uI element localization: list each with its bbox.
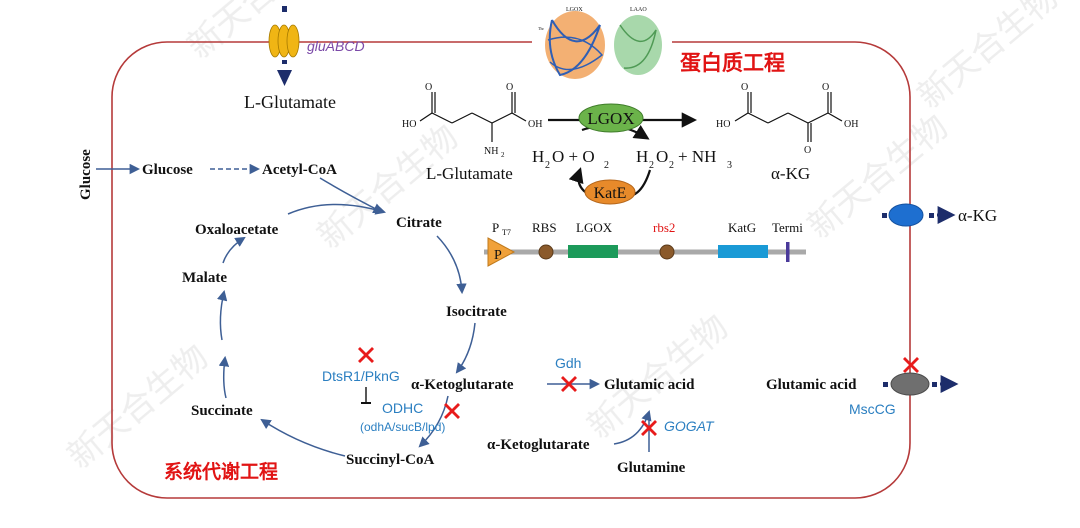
svg-text:H: H [636, 147, 648, 166]
kate-enzyme-label: KatE [594, 185, 627, 202]
lgox-enzyme-label: LGOX [587, 109, 634, 128]
kate-enzyme-badge [584, 179, 636, 205]
reaction-substrate-label: L-Glutamate [426, 164, 513, 183]
oxaloacetate-to-citrate-arrow [287, 203, 387, 215]
watermark: 新天合生物 [801, 108, 956, 246]
akg-exporter [882, 203, 956, 227]
svg-text:O: O [822, 82, 829, 93]
plasmid-labels: P T7 RBS LGOX rbs2 KatG Termi [492, 220, 803, 237]
svg-text:O: O [506, 82, 513, 93]
akg-to-succinyl-coa-arrow [418, 395, 449, 448]
svg-text:HO: HO [402, 119, 416, 130]
cofactor-out: H 2 O 2 + NH 3 [636, 147, 732, 171]
katg-gene-block [718, 245, 768, 258]
msccg-exporter [883, 372, 959, 396]
gogat-label: GOGAT [664, 418, 715, 434]
plasmid-construct: P [484, 237, 806, 267]
glutamine-label: Glutamine [617, 460, 686, 476]
isocitrate-label: Isocitrate [446, 304, 507, 320]
succinate-label: Succinate [191, 403, 253, 419]
glucose-label: Glucose [142, 162, 193, 178]
lgox-gene-label: LGOX [576, 220, 613, 235]
succinyl-coa-label: Succinyl-CoA [346, 452, 435, 468]
akg-2-label: α-Ketoglutarate [487, 437, 590, 453]
external-glucose-label: Glucose [78, 149, 94, 200]
svg-text:2: 2 [669, 160, 674, 171]
svg-text:O: O [741, 82, 748, 93]
rbs-label: RBS [532, 220, 557, 235]
promoter-icon [487, 237, 516, 267]
succinate-to-fumarate-arrow [218, 355, 230, 399]
cofactor-in: H 2 O + O 2 [532, 147, 609, 171]
akg-label: α-Ketoglutarate [411, 377, 514, 393]
svg-text:2: 2 [604, 160, 609, 171]
protein-engineering-title: 蛋白质工程 [680, 51, 785, 75]
gogat-arrow [613, 410, 652, 445]
gdh-label: Gdh [555, 355, 581, 371]
odhc-genes-label: (odhA/sucB/lpd) [360, 420, 445, 434]
citrate-to-isocitrate-arrow [436, 235, 467, 295]
odhc-knockout-icon [444, 403, 460, 419]
lgox-enzyme-badge [578, 103, 644, 133]
l-glutamate-atoms: O O HO OH NH 2 [402, 82, 542, 159]
rbs2-icon [659, 244, 675, 260]
lgox-gene-block [568, 245, 618, 258]
svg-text:O: O [425, 82, 432, 93]
rbs2-label: rbs2 [653, 220, 675, 235]
svg-text:2: 2 [649, 160, 654, 171]
promoter-sub-label: T7 [502, 228, 511, 237]
svg-text:+ NH: + NH [678, 147, 716, 166]
svg-text:OH: OH [528, 119, 542, 130]
citrate-label: Citrate [396, 215, 442, 231]
msccg-label: MscCG [849, 401, 896, 417]
rbs-icon [538, 244, 554, 260]
svg-text:2: 2 [545, 160, 550, 171]
gluabcd-label: gluABCD [307, 38, 365, 54]
svg-text:O + O: O + O [552, 147, 595, 166]
svg-text:OH: OH [844, 119, 858, 130]
svg-text:NH: NH [484, 146, 498, 157]
odhc-label: ODHC [382, 400, 423, 416]
uptake-l-glutamate: L-Glutamate [244, 92, 336, 112]
succinyl-coa-to-succinate-arrow [260, 418, 346, 457]
watermark: 新天合生物 [911, 0, 1066, 116]
oxaloacetate-label: Oxaloacetate [195, 222, 279, 238]
protein-structure-image: LGOX LAAO Thr [532, 0, 672, 96]
svg-text:HO: HO [716, 119, 730, 130]
svg-text:H: H [532, 147, 544, 166]
svg-text:O: O [804, 145, 811, 156]
svg-text:O: O [656, 147, 668, 166]
terminator-label: Termi [772, 220, 803, 235]
promoter-label: P [492, 220, 499, 235]
terminator-icon [786, 242, 790, 262]
acetyl-coa-label: Acetyl-CoA [262, 162, 337, 178]
akg-structure [734, 92, 843, 142]
fumarate-to-malate-arrow [216, 289, 228, 341]
reaction-product-label: α-KG [771, 164, 810, 183]
metabolic-engineering-title: 系统代谢工程 [164, 460, 278, 483]
regulator-label: DtsR1/PknG [322, 368, 400, 384]
svg-text:3: 3 [727, 160, 732, 171]
l-glutamate-structure [419, 92, 527, 142]
svg-text:2: 2 [501, 151, 505, 159]
structure-residue-label: Thr [538, 26, 544, 31]
akg-out-label: α-KG [958, 206, 997, 225]
gluabcd-transporter [268, 6, 300, 86]
watermark: 新天合生物 [181, 0, 336, 66]
dtsr1-knockout-icon [358, 347, 374, 363]
promoter-glyph: P [494, 248, 502, 263]
glutamic-acid-label: Glutamic acid [604, 377, 695, 393]
cell-membrane [111, 41, 911, 499]
katg-gene-label: KatG [728, 220, 756, 235]
export-glutamic-acid-label: Glutamic acid [766, 377, 857, 393]
malate-label: Malate [182, 270, 227, 286]
isocitrate-to-akg-arrow [455, 322, 476, 374]
structure-label-lgox: LGOX [566, 7, 583, 13]
akg-atoms: O O O HO OH [716, 82, 858, 156]
structure-label-laao: LAAO [630, 7, 647, 13]
msccg-knockout-icon [903, 357, 919, 373]
malate-to-oxaloacetate-arrow [222, 236, 246, 264]
